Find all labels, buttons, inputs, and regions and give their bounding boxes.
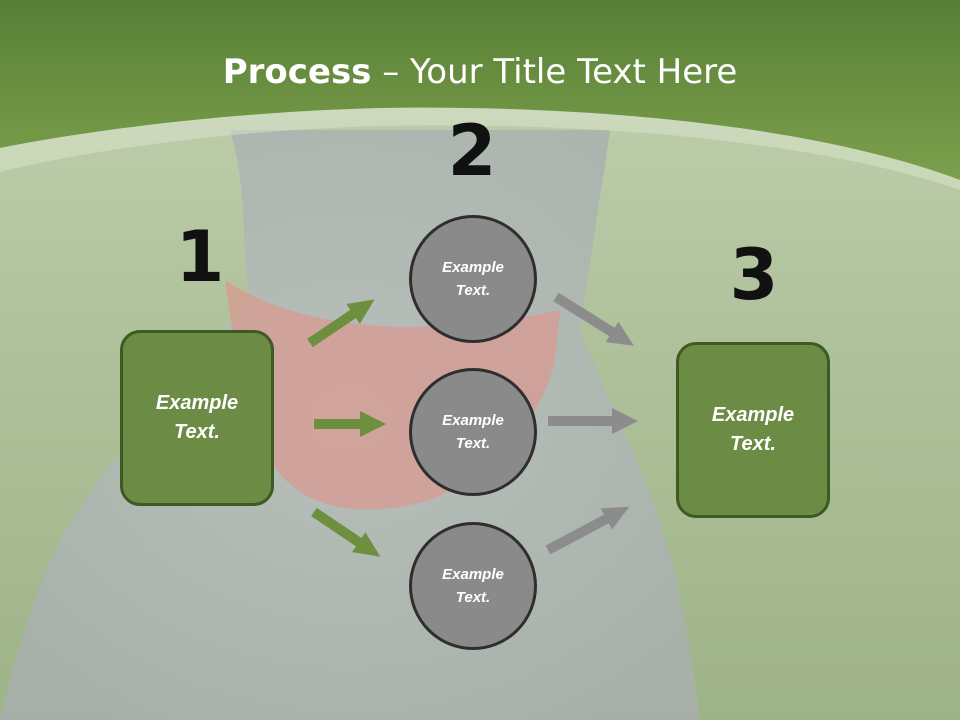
title-rest: – Your Title Text Here	[371, 52, 738, 92]
header-band	[0, 0, 960, 180]
circle-bottom-label: Example Text.	[442, 566, 504, 606]
circle-bottom: Example Text.	[409, 522, 537, 650]
title-bold: Process	[222, 52, 372, 92]
step-number-1: 1	[175, 216, 225, 298]
slide-title: Process – Your Title Text Here	[0, 52, 960, 92]
step-3-box: Example Text.	[676, 342, 830, 518]
arrow-top-to-3	[553, 292, 635, 346]
circle-middle: Example Text.	[409, 368, 537, 496]
circle-middle-label: Example Text.	[442, 412, 504, 452]
step-3-label: Example Text.	[711, 404, 795, 455]
gray-arrows	[545, 292, 638, 555]
arrow-middle-to-3	[548, 408, 638, 434]
header-swoosh	[0, 107, 960, 190]
arrow-1-to-bottom	[311, 507, 381, 557]
arrow-bottom-to-3	[545, 506, 630, 555]
green-arrows	[307, 299, 386, 557]
circle-top: Example Text.	[409, 215, 537, 343]
step-1-label: Example Text.	[155, 392, 239, 443]
arrow-1-to-top	[307, 299, 375, 348]
arrow-1-to-middle	[314, 411, 386, 437]
step-number-2: 2	[447, 110, 497, 192]
step-number-3: 3	[729, 234, 779, 316]
step-1-box: Example Text.	[120, 330, 274, 506]
circle-top-label: Example Text.	[442, 259, 504, 299]
